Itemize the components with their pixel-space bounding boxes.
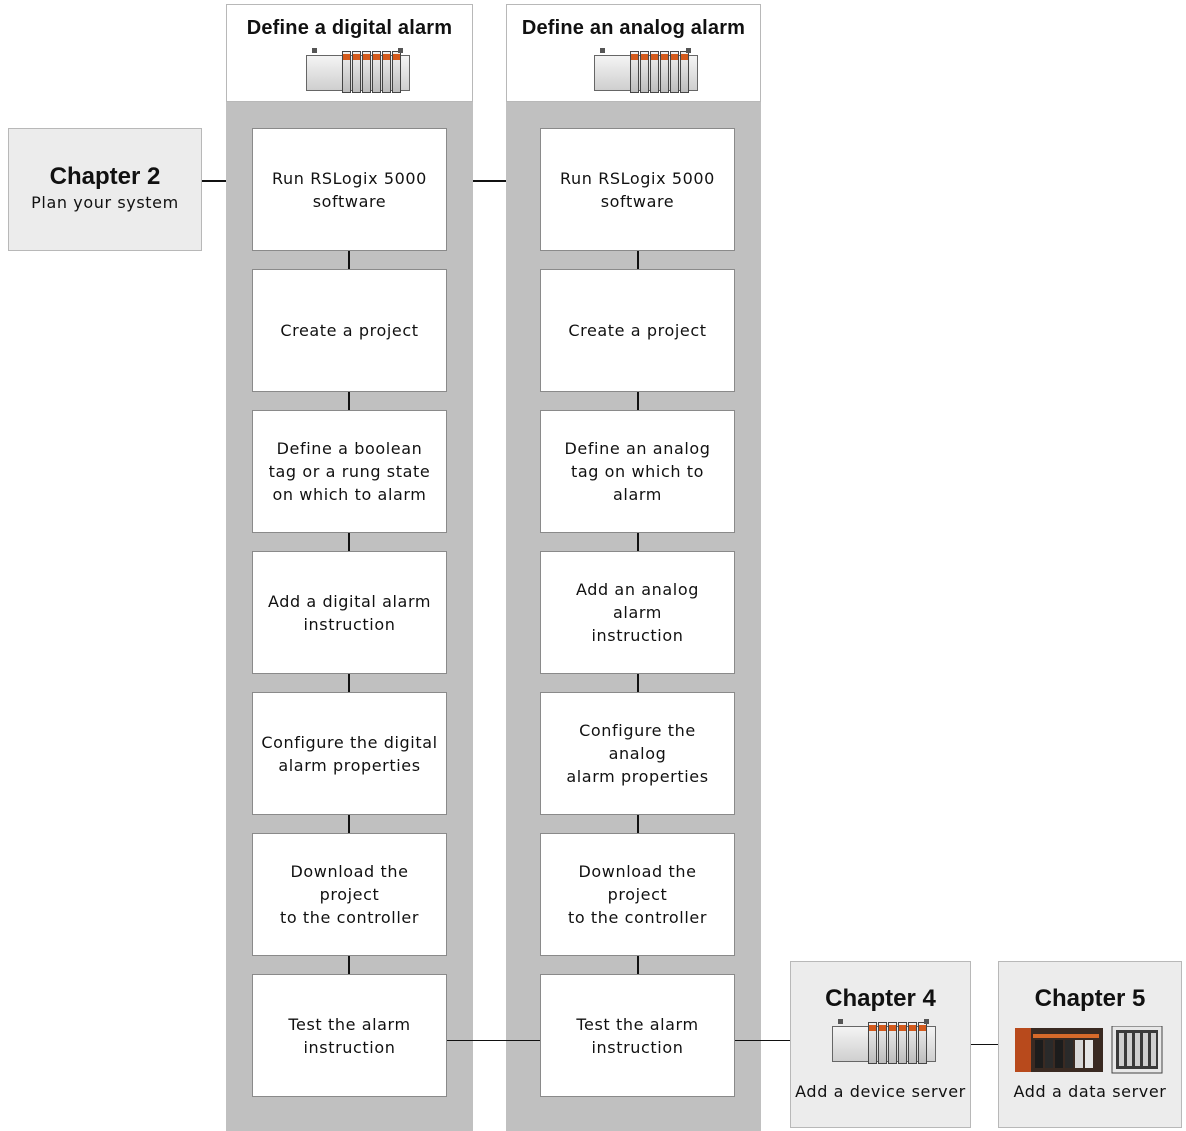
connector: [735, 1040, 790, 1041]
rack-module: [392, 51, 401, 93]
data-server-icon: [1015, 1026, 1163, 1074]
connector: [348, 956, 350, 974]
digital-step-3: Define a boolean tag or a rung state on …: [252, 410, 447, 533]
connector: [202, 180, 226, 182]
connector: [637, 674, 639, 692]
digital-step-4: Add a digital alarm instruction: [252, 551, 447, 674]
connector: [473, 180, 506, 182]
chapter-5-box[interactable]: Chapter 5 Add a data server: [998, 961, 1182, 1128]
chapter-5-title: Chapter 5: [1034, 985, 1146, 1012]
chapter-5-subtitle: Add a data server: [1013, 1082, 1167, 1101]
rack-module: [898, 1022, 907, 1064]
chapter-2-title: Chapter 2: [49, 163, 161, 190]
connector: [971, 1044, 999, 1045]
analog-step-1: Run RSLogix 5000 software: [540, 128, 735, 251]
rack-module: [908, 1022, 917, 1064]
analog-step-7: Test the alarm instruction: [540, 974, 735, 1097]
connector: [348, 251, 350, 269]
chapter-2-subtitle: Plan your system: [31, 193, 179, 212]
rack-module: [680, 51, 689, 93]
chapter-4-box[interactable]: Chapter 4 Add a device server: [790, 961, 971, 1128]
rack-foot: [312, 48, 317, 53]
rack-foot: [686, 48, 691, 53]
rack-module: [650, 51, 659, 93]
rack-module: [630, 51, 639, 93]
chapter-4-title: Chapter 4: [825, 985, 936, 1012]
rack-module: [372, 51, 381, 93]
rack-foot: [838, 1019, 843, 1024]
rack-module: [918, 1022, 927, 1064]
rack-module: [878, 1022, 887, 1064]
connector: [348, 392, 350, 410]
rack-module: [352, 51, 361, 93]
digital-step-2: Create a project: [252, 269, 447, 392]
chapter-4-subtitle: Add a device server: [795, 1082, 966, 1101]
digital-step-1: Run RSLogix 5000 software: [252, 128, 447, 251]
rack-module: [342, 51, 351, 93]
analog-alarm-title: Define an analog alarm: [521, 17, 746, 39]
chapter-2-box[interactable]: Chapter 2 Plan your system: [8, 128, 202, 251]
rack-module: [660, 51, 669, 93]
rack-module: [382, 51, 391, 93]
digital-step-5: Configure the digital alarm properties: [252, 692, 447, 815]
analog-step-6: Download the project to the controller: [540, 833, 735, 956]
rack-foot: [398, 48, 403, 53]
connector: [637, 251, 639, 269]
rack-module: [888, 1022, 897, 1064]
rack-module: [868, 1022, 877, 1064]
rack-foot: [600, 48, 605, 53]
connector: [447, 1040, 540, 1041]
connector: [637, 815, 639, 833]
digital-step-7: Test the alarm instruction: [252, 974, 447, 1097]
analog-step-2: Create a project: [540, 269, 735, 392]
connector: [348, 815, 350, 833]
rack-module: [670, 51, 679, 93]
rack-module: [362, 51, 371, 93]
connector: [637, 956, 639, 974]
analog-step-4: Add an analog alarm instruction: [540, 551, 735, 674]
connector: [348, 674, 350, 692]
digital-alarm-title: Define a digital alarm: [246, 17, 453, 39]
analog-step-5: Configure the analog alarm properties: [540, 692, 735, 815]
analog-step-3: Define an analog tag on which to alarm: [540, 410, 735, 533]
analog-alarm-header: Define an analog alarm: [506, 4, 761, 102]
digital-alarm-header: Define a digital alarm: [226, 4, 473, 102]
connector: [637, 533, 639, 551]
rack-foot: [924, 1019, 929, 1024]
digital-step-6: Download the project to the controller: [252, 833, 447, 956]
connector: [637, 392, 639, 410]
rack-module: [640, 51, 649, 93]
connector: [348, 533, 350, 551]
